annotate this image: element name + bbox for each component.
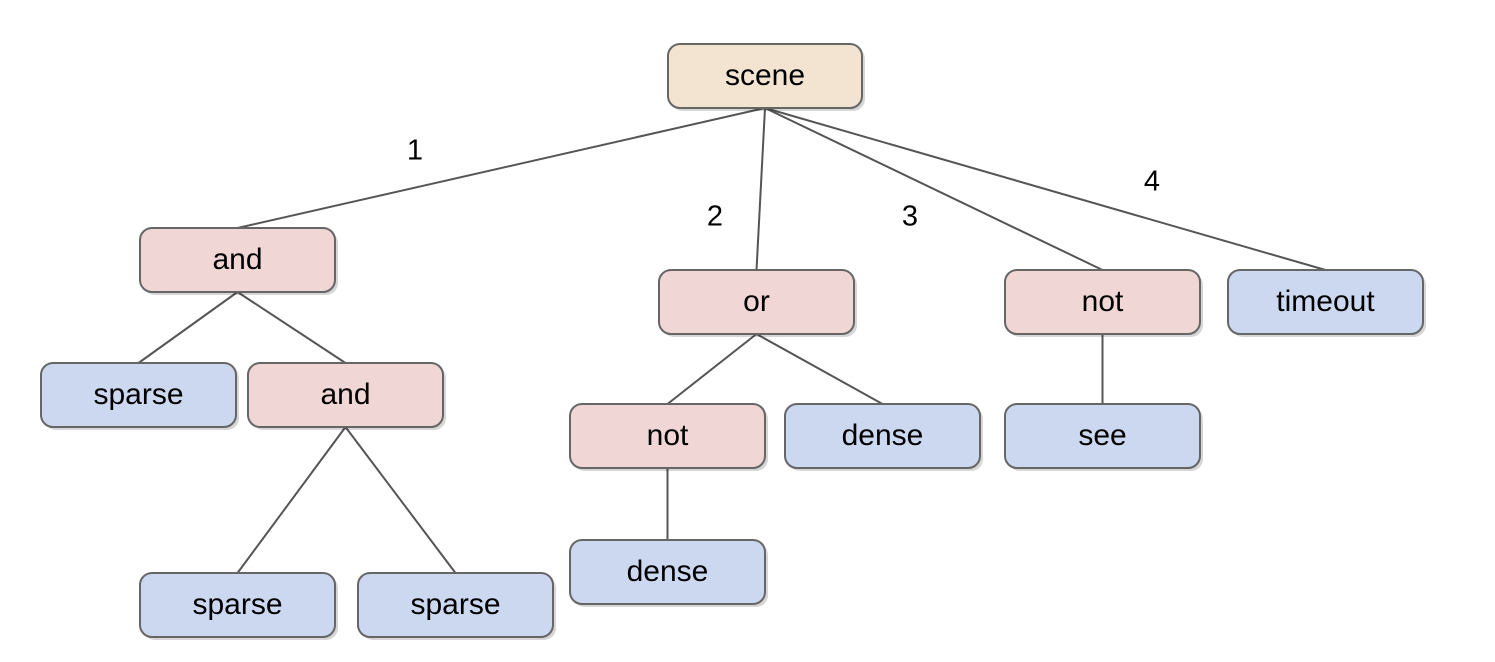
node-not-n10[interactable]: not	[1004, 269, 1203, 337]
edge-n6-n7	[666, 333, 758, 405]
node-box[interactable]	[1004, 403, 1201, 469]
node-scene-n0[interactable]: scene	[667, 43, 865, 111]
node-label: not	[647, 419, 689, 452]
edge-n1-n2	[137, 291, 239, 364]
edges-layer	[137, 107, 1326, 574]
node-dense-n9[interactable]: dense	[569, 539, 768, 607]
node-box[interactable]	[569, 539, 766, 605]
node-sparse-n5[interactable]: sparse	[357, 572, 556, 640]
node-label: see	[1078, 419, 1126, 452]
edge-labels-layer: 1 2 3 4	[407, 135, 1160, 233]
node-sparse-n4[interactable]: sparse	[139, 572, 338, 640]
node-label: sparse	[192, 588, 282, 621]
node-label: sparse	[93, 378, 183, 411]
edge-n3-n5	[344, 426, 457, 574]
node-label: sparse	[410, 588, 500, 621]
node-timeout-n12[interactable]: timeout	[1227, 269, 1426, 337]
node-box[interactable]	[139, 572, 336, 638]
edge-n3-n4	[236, 426, 347, 574]
node-label: dense	[842, 419, 924, 452]
node-box[interactable]	[667, 43, 863, 109]
edge-label-2: 2	[707, 201, 723, 233]
edge-label-4: 4	[1144, 166, 1160, 198]
node-label: dense	[627, 555, 709, 588]
node-label: or	[743, 285, 770, 318]
node-box[interactable]	[784, 403, 981, 469]
node-box[interactable]	[139, 227, 336, 293]
node-box[interactable]	[658, 269, 855, 335]
node-box[interactable]	[247, 362, 444, 428]
node-not-n7[interactable]: not	[569, 403, 768, 471]
edge-n0-n1	[237, 107, 766, 229]
edge-n0-n10	[764, 107, 1103, 271]
node-or-n6[interactable]: or	[658, 269, 857, 337]
node-dense-n8[interactable]: dense	[784, 403, 983, 471]
node-sparse-n2[interactable]: sparse	[40, 362, 239, 430]
node-box[interactable]	[1004, 269, 1201, 335]
node-and-n3[interactable]: and	[247, 362, 446, 430]
node-box[interactable]	[569, 403, 766, 469]
node-box[interactable]	[40, 362, 237, 428]
node-label: scene	[725, 59, 805, 92]
edge-n6-n8	[756, 333, 883, 405]
node-label: and	[320, 378, 370, 411]
node-and-n1[interactable]: and	[139, 227, 338, 295]
edge-n0-n6	[755, 107, 766, 271]
edge-label-1: 1	[407, 135, 423, 167]
node-label: not	[1082, 285, 1124, 318]
edge-label-3: 3	[902, 201, 918, 233]
node-box[interactable]	[357, 572, 554, 638]
nodes-layer: scene and sparse and sparse sparse or not dense d…	[40, 43, 1426, 640]
node-label: and	[212, 243, 262, 276]
node-label: timeout	[1276, 285, 1375, 318]
node-box[interactable]	[1227, 269, 1424, 335]
edge-n0-n12	[764, 107, 1326, 271]
node-see-n11[interactable]: see	[1004, 403, 1203, 471]
edge-n1-n3	[236, 291, 347, 364]
